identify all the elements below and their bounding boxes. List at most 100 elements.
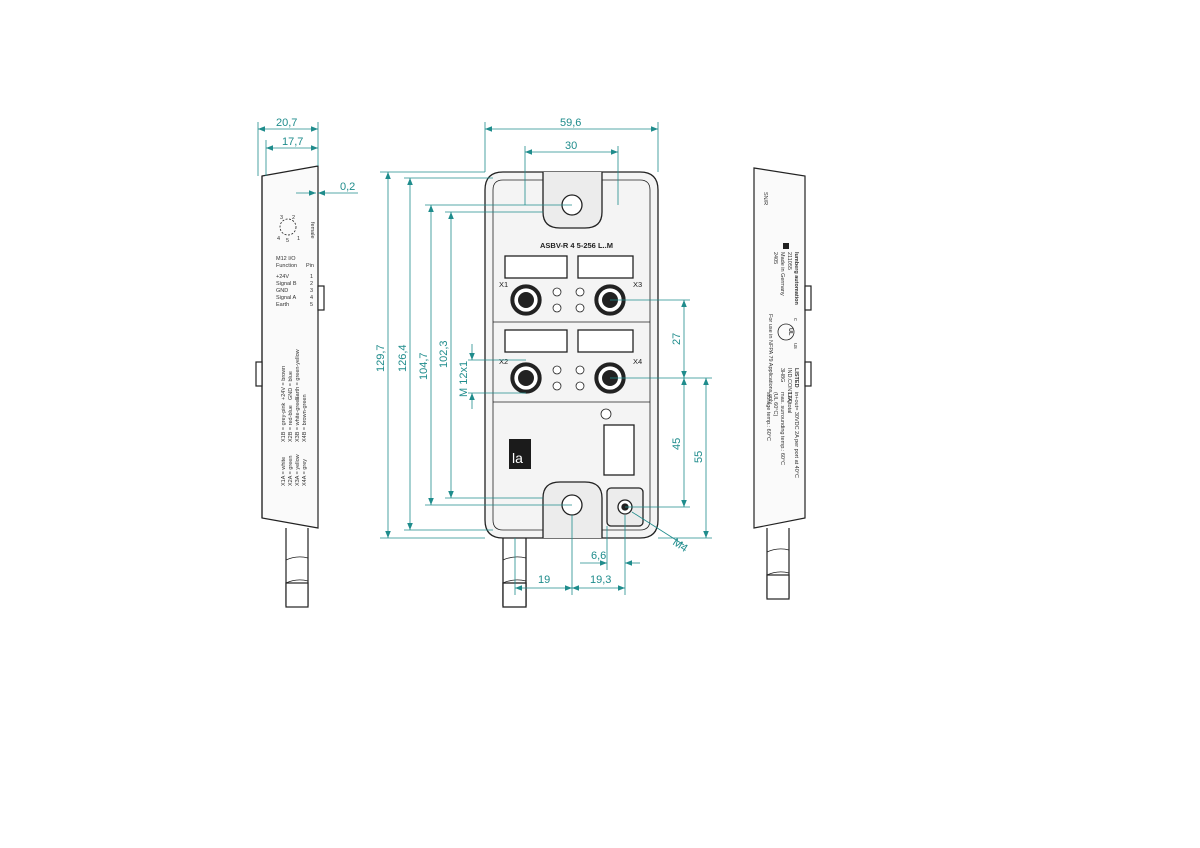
ul-mark: UL xyxy=(787,328,793,336)
front-labels: ASBV-R 4 5-256 L..M X1 X2 X3 X4 la xyxy=(499,241,642,466)
dim-thread: M 12x1 xyxy=(458,361,470,397)
left-side-labels: 3 4 5 2 1 female M12 I/O Function Pin +2… xyxy=(276,215,315,486)
label-window-x3 xyxy=(577,255,634,279)
dim-port-pitch: 27 xyxy=(671,333,683,345)
pin-diagram-icon xyxy=(279,218,297,236)
port-label-x3: X3 xyxy=(633,280,642,289)
dim-height-total: 129,7 xyxy=(375,344,387,372)
listed-code: IND.CONT.EQ. xyxy=(786,368,792,405)
brand-text: lumberg automation xyxy=(793,252,799,306)
listed-text: LISTED xyxy=(793,368,799,388)
ul-c: c xyxy=(792,318,798,321)
pin-value-3: 3 xyxy=(310,288,313,294)
pin-value-4: 4 xyxy=(310,295,313,301)
pin-value-5: 5 xyxy=(310,302,313,308)
led-x3-b xyxy=(575,303,585,313)
pin-function-2: Signal B xyxy=(276,281,297,287)
led-x3-a xyxy=(575,287,585,297)
pin-number-3: 3 xyxy=(280,215,283,221)
wiring-x1b: X1B = grey-pink xyxy=(281,402,287,442)
spec-line-1: in+out= 30VDC 2A per port at 40°C xyxy=(793,392,799,478)
label-window-x1 xyxy=(504,255,568,279)
wiring-x3b: X3B = white-green xyxy=(295,397,301,442)
small-text-2: 2405 xyxy=(772,252,778,264)
right-side-labels: SN/R lumberg automation Made in Germany … xyxy=(762,192,799,478)
serial-label: SN/R xyxy=(762,192,768,205)
model-label: ASBV-R 4 5-256 L..M xyxy=(540,241,613,250)
pin-number-5: 5 xyxy=(286,238,289,244)
wiring-24v: +24V = brown xyxy=(281,366,287,400)
label-window-x2 xyxy=(504,329,568,353)
led-x4-a xyxy=(575,365,585,375)
pin-number-4: 4 xyxy=(277,236,280,242)
dim-hole-pitch: 30 xyxy=(565,140,577,152)
right-side-tab-lower xyxy=(804,361,812,387)
front-view xyxy=(484,171,659,608)
led-x1-a xyxy=(552,287,562,297)
made-in-text: Made in Germany xyxy=(779,252,785,296)
wiring-earth: Earth = green-yellow xyxy=(295,349,301,400)
small-text-1: 211055 xyxy=(786,252,792,270)
right-side-body xyxy=(753,167,806,529)
pin-value-2: 2 xyxy=(310,281,313,287)
wiring-x4b: X4B = brown-green xyxy=(302,394,308,442)
spec-line-4: (UL 60°C) xyxy=(772,392,778,416)
listed-num: 3H8G xyxy=(779,368,785,382)
left-side-dimensions xyxy=(257,122,358,196)
dim-side-step: 0,2 xyxy=(340,181,355,193)
wiring-x4a: X4A = grey xyxy=(302,459,308,486)
dim-side-total: 20,7 xyxy=(276,117,297,129)
nfpa-text: For use in NFPA 79 Applications only xyxy=(767,314,773,404)
m12-title: M12 I/O xyxy=(276,256,296,262)
dim-55: 55 xyxy=(693,451,705,463)
dim-height-1264: 126,4 xyxy=(397,344,409,372)
led-x2-a xyxy=(552,365,562,375)
pin-function-1: +24V xyxy=(276,274,289,280)
right-side-view xyxy=(753,167,812,600)
wiring-x1a: X1A = white xyxy=(281,457,287,486)
wiring-x2b: X2B = red-blue xyxy=(288,405,294,442)
label-window-x4 xyxy=(577,329,634,353)
front-dimensions xyxy=(380,122,712,595)
dim-bottom-193: 19,3 xyxy=(590,574,611,586)
dim-top-width: 59,6 xyxy=(560,117,581,129)
pin-function-3: GND xyxy=(276,288,288,294)
dim-height-1023: 102,3 xyxy=(438,340,450,368)
function-header: Function xyxy=(276,263,297,269)
right-side-tab-upper xyxy=(804,285,812,311)
ul-us: us xyxy=(792,343,798,349)
dim-side-inner: 17,7 xyxy=(282,136,303,148)
left-side-tab-upper xyxy=(317,285,325,311)
led-power xyxy=(600,408,612,420)
port-label-x2: X2 xyxy=(499,357,508,366)
logo-text: la xyxy=(512,450,523,466)
brand-logo-icon xyxy=(783,243,789,249)
spec-line-3: max. surrounding temp.: 60°C xyxy=(779,392,785,465)
dim-earth-screw: M4 xyxy=(670,536,689,554)
dim-bottom-19: 19 xyxy=(538,574,550,586)
connector-gender: female xyxy=(309,222,315,239)
dim-45: 45 xyxy=(671,438,683,450)
left-side-tab-lower xyxy=(255,361,263,387)
led-x2-b xyxy=(552,381,562,391)
led-x4-b xyxy=(575,381,585,391)
ul-cert-icon xyxy=(777,323,795,341)
wiring-x2a: X2A = green xyxy=(288,456,294,486)
pin-function-4: Signal A xyxy=(276,295,297,301)
dim-bottom-66: 6,6 xyxy=(591,550,606,562)
spec-line-5: storage temp.: 60°C xyxy=(765,392,771,441)
led-x1-b xyxy=(552,303,562,313)
pin-number-1: 1 xyxy=(297,236,300,242)
wiring-gnd: GND = blue xyxy=(288,371,294,400)
dim-line-m4 xyxy=(631,511,685,546)
pin-header: Pin xyxy=(306,263,314,269)
status-label-panel xyxy=(603,424,635,476)
pin-value-1: 1 xyxy=(310,274,313,280)
pin-function-5: Earth xyxy=(276,302,289,308)
spec-line-2: 12A total xyxy=(786,392,792,413)
pin-number-2: 2 xyxy=(292,215,295,221)
wiring-x3a: X3A = yellow xyxy=(295,454,301,486)
port-label-x4: X4 xyxy=(633,357,642,366)
logo-box xyxy=(509,439,531,469)
